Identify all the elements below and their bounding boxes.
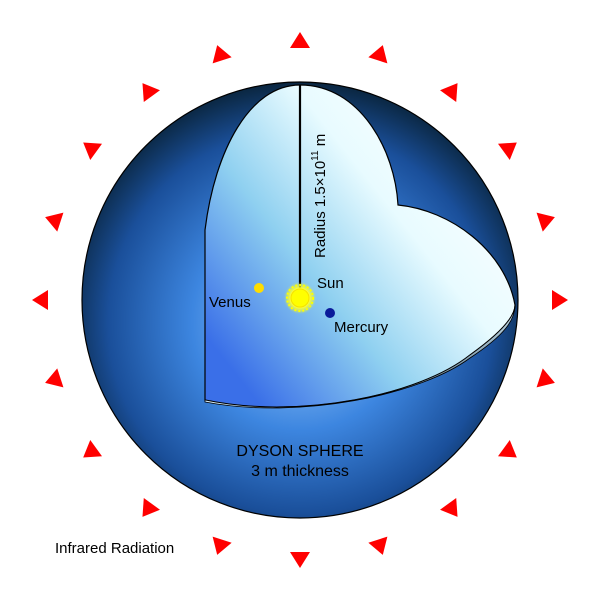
sun-label: Sun [317, 275, 344, 292]
sphere-thickness: 3 m thickness [251, 463, 349, 480]
radiation-arrow-icon [290, 32, 310, 48]
venus-icon [254, 283, 264, 293]
radiation-arrow-icon [83, 142, 103, 160]
sun-icon [284, 282, 316, 314]
mercury-label: Mercury [334, 319, 389, 336]
sphere-title: DYSON SPHERE [236, 443, 363, 460]
radius-label: Radius 1.5×1011 m [310, 134, 329, 258]
venus-label: Venus [209, 294, 251, 311]
radiation-arrow-icon [212, 45, 232, 64]
radiation-arrow-icon [536, 212, 555, 232]
radiation-arrow-icon [368, 536, 388, 555]
sphere-rim [204, 304, 516, 409]
radiation-arrow-icon [552, 290, 568, 310]
mercury-icon [325, 308, 335, 318]
radiation-arrow-icon [45, 212, 64, 232]
radiation-arrows [32, 32, 568, 568]
radiation-arrow-icon [32, 290, 48, 310]
radiation-arrow-icon [83, 440, 103, 458]
radiation-arrow-icon [536, 368, 555, 388]
radiation-arrow-icon [45, 368, 64, 388]
radiation-arrow-icon [440, 497, 458, 517]
radiation-arrow-icon [212, 536, 232, 555]
radiation-arrow-icon [142, 83, 160, 103]
radiation-arrow-icon [497, 440, 517, 458]
radiation-arrow-icon [142, 497, 160, 517]
radiation-arrow-icon [440, 83, 458, 103]
radiation-label: Infrared Radiation [55, 540, 174, 557]
radiation-arrow-icon [368, 45, 388, 64]
radiation-arrow-icon [290, 552, 310, 568]
radiation-arrow-icon [497, 142, 517, 160]
